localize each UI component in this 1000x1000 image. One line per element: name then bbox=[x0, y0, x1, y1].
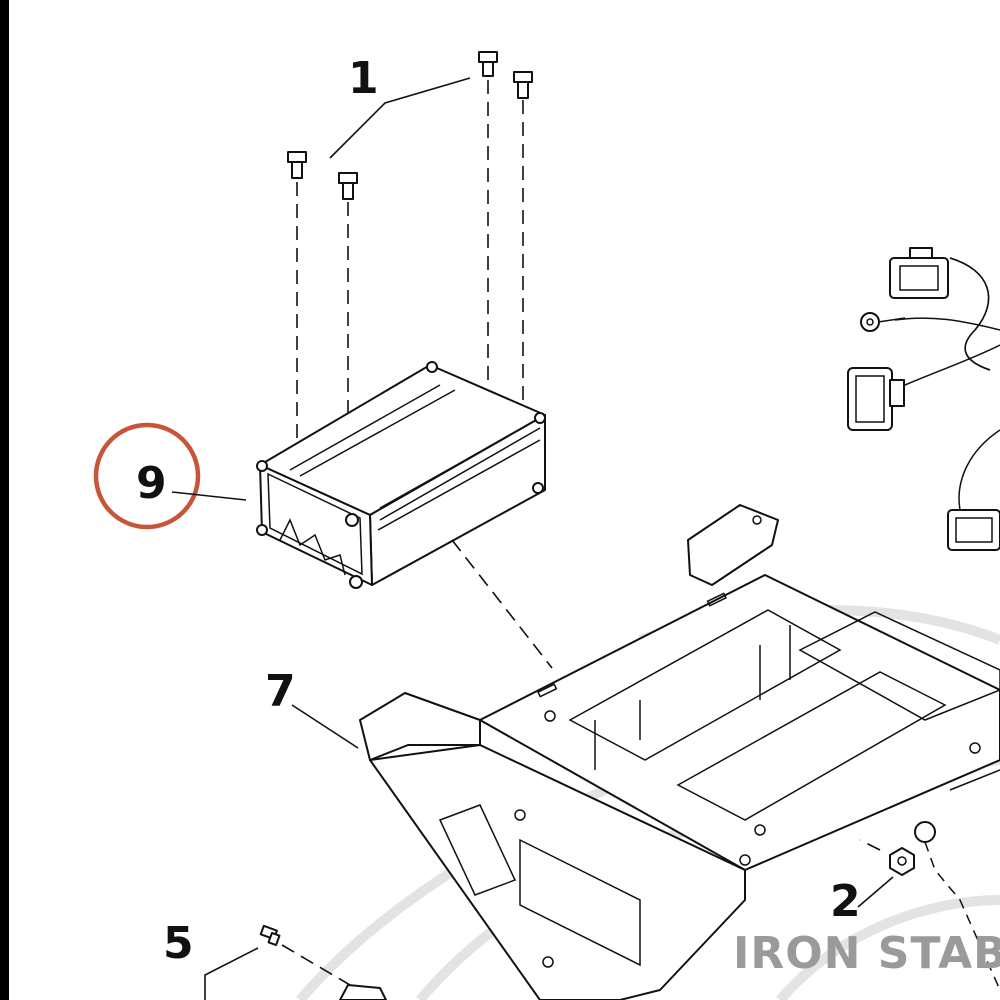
wire-harness bbox=[847, 247, 1000, 551]
leader-2 bbox=[857, 876, 894, 908]
leader-9 bbox=[171, 491, 247, 501]
highlight-circle-9 bbox=[93, 422, 201, 530]
callout-9: 9 bbox=[136, 458, 167, 509]
left-border bbox=[0, 0, 9, 1000]
bolt-c bbox=[287, 151, 307, 179]
bolt-a bbox=[478, 51, 498, 77]
callout-1: 1 bbox=[348, 53, 379, 104]
box-mount-line bbox=[451, 539, 553, 669]
leader-7 bbox=[291, 704, 359, 749]
callout-7: 7 bbox=[265, 666, 296, 717]
callout-2: 2 bbox=[830, 876, 861, 927]
bolt-d bbox=[338, 172, 358, 200]
watermark-text: IRON STABLE bbox=[733, 928, 1000, 979]
bolt-group-1 bbox=[287, 51, 533, 495]
connector-upper bbox=[889, 247, 949, 299]
mounting-bracket-7 bbox=[359, 504, 1000, 1000]
ring-terminal bbox=[860, 312, 906, 332]
screw-5 bbox=[259, 924, 387, 1000]
connector-lower bbox=[847, 367, 905, 431]
bolt-b bbox=[513, 71, 533, 99]
leader-5 bbox=[204, 947, 259, 1000]
callout-5: 5 bbox=[163, 918, 194, 969]
nut-2 bbox=[859, 839, 915, 876]
leader-1 bbox=[329, 77, 471, 159]
module-box-9 bbox=[256, 361, 546, 589]
connector-side bbox=[947, 509, 1000, 551]
